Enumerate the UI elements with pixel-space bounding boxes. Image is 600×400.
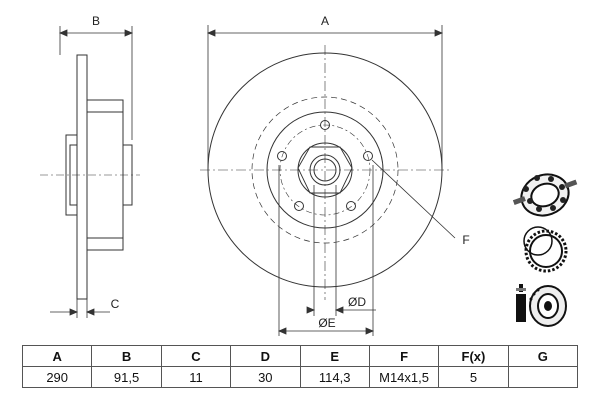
value-cell: 114,3: [299, 366, 370, 388]
value-cell: [507, 366, 579, 388]
dimension-e: [277, 165, 375, 336]
header-cell: C: [160, 345, 232, 367]
dimension-b: [58, 26, 134, 140]
value-cell: 11: [160, 366, 232, 388]
table-header-row: A B C D E F F(x) G: [21, 345, 579, 367]
header-cell: B: [91, 345, 162, 367]
abs-ring-icon: [523, 226, 568, 273]
technical-drawing: B C A: [40, 14, 578, 336]
label-c: C: [111, 297, 120, 311]
header-cell: F(x): [438, 345, 509, 367]
value-cell: 5: [438, 366, 509, 388]
value-cell: 91,5: [91, 366, 162, 388]
value-cell: 290: [21, 366, 93, 388]
dimension-d: [306, 185, 376, 316]
label-e: ØE: [318, 316, 335, 330]
label-a: A: [321, 14, 329, 28]
value-cell: 30: [230, 366, 301, 388]
label-f: F: [462, 233, 469, 247]
disc-hub-assembly-icon: [516, 284, 567, 327]
dimension-c: [50, 295, 110, 318]
front-view: [200, 45, 450, 300]
value-cell: M14x1,5: [368, 366, 440, 388]
side-view: [40, 54, 140, 300]
header-cell: A: [21, 345, 93, 367]
header-cell: F: [368, 345, 440, 367]
leader-f: [371, 159, 456, 239]
wheel-bearing-icon: [512, 173, 578, 217]
spec-table: A B C D E F F(x) G 290 91,5 11 30 114,3 …: [21, 345, 579, 388]
label-b: B: [92, 14, 100, 28]
table-value-row: 290 91,5 11 30 114,3 M14x1,5 5: [21, 366, 579, 388]
header-cell: G: [507, 345, 579, 367]
label-d: ØD: [348, 295, 366, 309]
dimension-a: [206, 25, 444, 170]
header-cell: D: [230, 345, 301, 367]
header-cell: E: [299, 345, 370, 367]
